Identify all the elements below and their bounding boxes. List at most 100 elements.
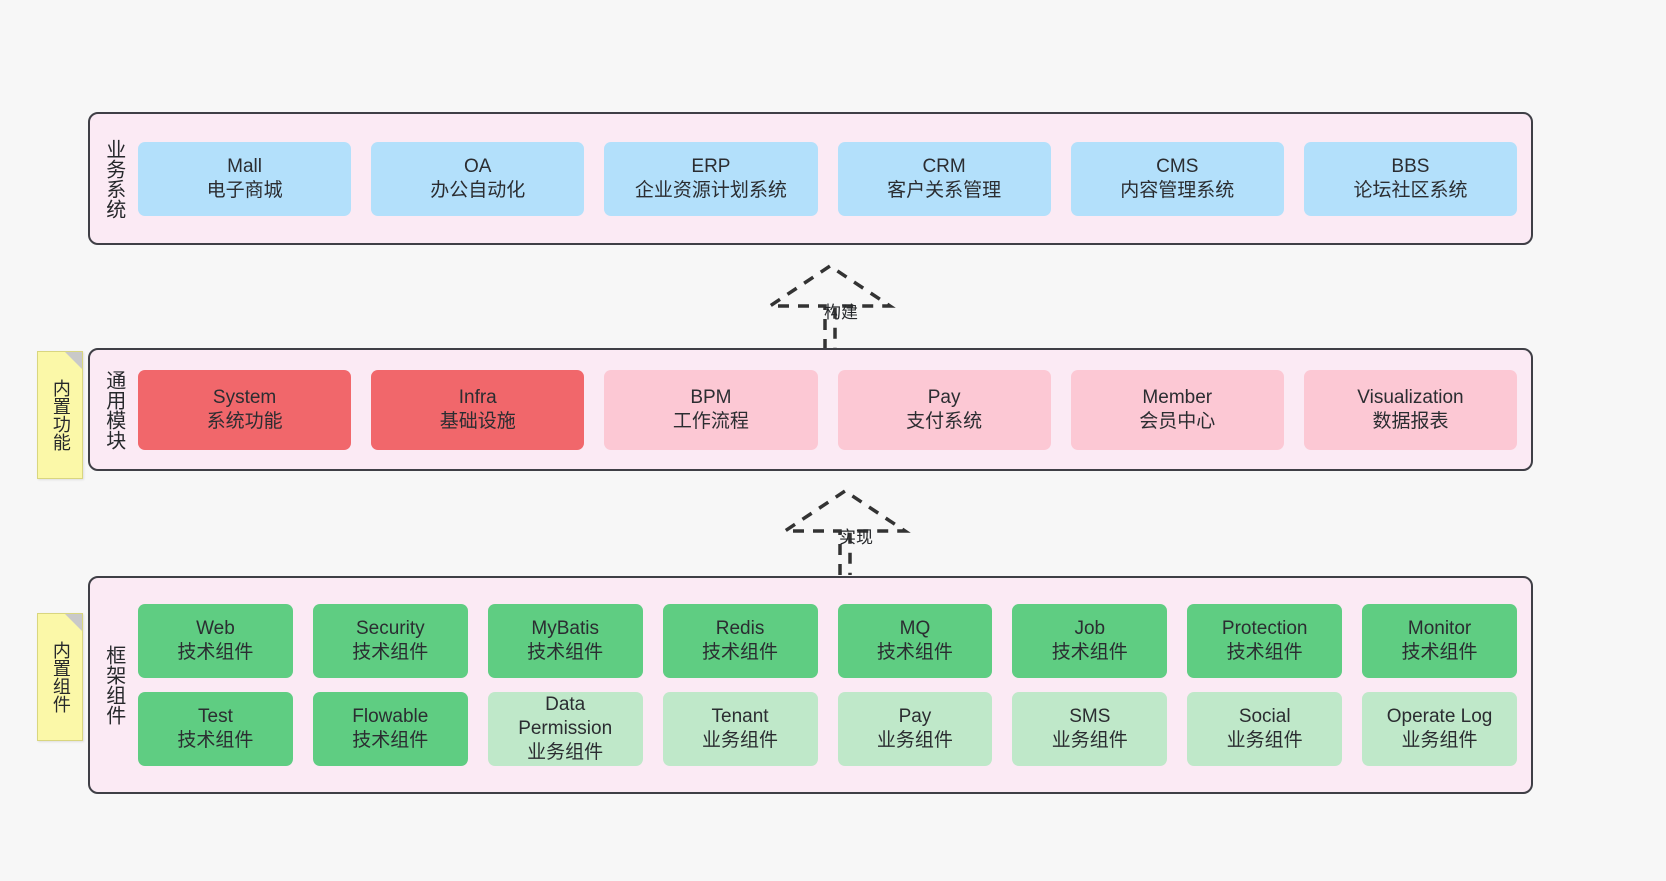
business-card-cms[interactable]: CMS 内容管理系统 [1070,141,1284,216]
business-card-row: Mall 电子商城 OA 办公自动化 ERP 企业资源计划系统 CRM 客户关系… [138,141,1518,216]
framework-card-mq[interactable]: MQ 技术组件 [837,604,993,678]
sticky-note-builtin-components: 内置组件 [37,613,83,741]
card-name: Pay [927,386,961,408]
card-name: Visualization [1357,386,1464,408]
card-name: Social [1238,706,1291,728]
framework-card-protection[interactable]: Protection 技术组件 [1187,604,1343,678]
card-name: Monitor [1407,618,1472,640]
module-card-pay[interactable]: Pay 支付系统 [837,369,1051,450]
card-desc: 技术组件 [177,730,254,751]
framework-card-sms[interactable]: SMS 业务组件 [1012,692,1168,766]
card-name: MyBatis [531,618,599,640]
card-desc: 技术组件 [177,642,254,663]
framework-card-social[interactable]: Social 业务组件 [1187,692,1343,766]
card-desc: 业务组件 [1226,730,1303,751]
framework-card-pay[interactable]: Pay 业务组件 [837,692,993,766]
card-name: Web [196,618,235,640]
card-desc: 业务组件 [876,730,953,751]
modules-card-row: System 系统功能 Infra 基础设施 BPM 工作流程 Pay 支付系统… [138,369,1518,450]
card-desc: 论坛社区系统 [1353,179,1468,201]
layer-common-modules: 通用模块 System 系统功能 Infra 基础设施 BPM 工作流程 Pay… [88,348,1533,471]
card-name: System [212,386,277,408]
sticky-label: 内置组件 [50,641,71,713]
framework-card-monitor[interactable]: Monitor 技术组件 [1362,604,1517,678]
arrow-implement-icon [779,488,911,575]
module-card-visualization[interactable]: Visualization 数据报表 [1303,369,1518,450]
card-desc: 技术组件 [352,642,429,663]
card-name: Member [1142,386,1213,408]
card-desc: 企业资源计划系统 [634,179,787,201]
card-desc: 电子商城 [206,179,283,201]
layer-framework-components: 框架组件 Web 技术组件 Security 技术组件 MyBatis 技术组件… [88,576,1533,794]
arrow-build-icon [764,263,896,350]
card-name: Tenant [711,706,769,728]
card-name: Security [355,618,425,640]
business-card-bbs[interactable]: BBS 论坛社区系统 [1303,141,1518,216]
card-name: Mall [227,155,262,177]
module-card-bpm[interactable]: BPM 工作流程 [604,369,818,450]
card-name: Protection [1221,618,1308,640]
sticky-label: 内置功能 [50,379,71,451]
card-name: Infra [458,386,497,408]
arrow-implement-wrap: 实现 [770,483,920,575]
card-name: BPM [690,386,732,408]
card-name: Job [1074,618,1106,640]
framework-card-mybatis[interactable]: MyBatis 技术组件 [487,604,643,678]
arrow-build-label: 构建 [824,303,858,322]
layer-business-system: 业务系统 Mall 电子商城 OA 办公自动化 ERP 企业资源计划系统 CRM… [88,112,1533,245]
card-desc: 会员中心 [1139,410,1216,432]
module-card-member[interactable]: Member 会员中心 [1070,369,1284,450]
framework-card-operate-log[interactable]: Operate Log 业务组件 [1362,692,1517,766]
framework-card-job[interactable]: Job 技术组件 [1012,604,1168,678]
layer-title-business: 业务系统 [102,138,125,219]
sticky-fold-corner [65,352,82,369]
card-name: Flowable [352,706,429,728]
card-desc: 办公自动化 [430,179,526,201]
framework-card-security[interactable]: Security 技术组件 [312,604,468,678]
card-desc: 数据报表 [1372,410,1449,432]
card-name: Redis [715,618,765,640]
card-desc: 系统功能 [206,410,283,432]
card-desc: 技术组件 [527,642,604,663]
card-desc: 技术组件 [1051,642,1128,663]
framework-card-data-permission[interactable]: Data Permission 业务组件 [487,692,643,766]
business-card-crm[interactable]: CRM 客户关系管理 [837,141,1051,216]
sticky-fold-corner [65,614,82,631]
framework-tech-row: Web 技术组件 Security 技术组件 MyBatis 技术组件 Redi… [138,604,1517,678]
framework-card-test[interactable]: Test 技术组件 [138,692,293,766]
card-name: Operate Log [1386,706,1493,728]
card-name: CRM [922,155,966,177]
card-desc: 业务组件 [1401,730,1478,751]
arrow-implement-label: 实现 [839,528,873,547]
module-card-system[interactable]: System 系统功能 [138,369,352,450]
business-card-mall[interactable]: Mall 电子商城 [138,141,352,216]
card-desc: 支付系统 [906,410,983,432]
business-card-erp[interactable]: ERP 企业资源计划系统 [604,141,818,216]
layer-body-business: Mall 电子商城 OA 办公自动化 ERP 企业资源计划系统 CRM 客户关系… [136,114,1531,243]
card-desc: 技术组件 [1401,642,1478,663]
framework-card-tenant[interactable]: Tenant 业务组件 [662,692,818,766]
card-desc: 技术组件 [1226,642,1303,663]
card-desc: 业务组件 [1051,730,1128,751]
framework-card-redis[interactable]: Redis 技术组件 [662,604,818,678]
card-desc: 业务组件 [527,741,604,763]
card-desc: 技术组件 [876,642,953,663]
card-desc: 技术组件 [702,642,779,663]
card-name: ERP [691,155,731,177]
framework-biz-row: Test 技术组件 Flowable 技术组件 Data Permission … [138,692,1517,766]
card-name: Pay [898,706,932,728]
layer-title-modules: 通用模块 [102,369,125,450]
framework-card-flowable[interactable]: Flowable 技术组件 [312,692,468,766]
layer-title-framework: 框架组件 [102,645,125,725]
framework-card-web[interactable]: Web 技术组件 [138,604,293,678]
business-card-oa[interactable]: OA 办公自动化 [371,141,585,216]
module-card-infra[interactable]: Infra 基础设施 [371,369,585,450]
card-name: Data Permission [518,694,613,740]
layer-body-framework: Web 技术组件 Security 技术组件 MyBatis 技术组件 Redi… [136,578,1531,792]
card-name: CMS [1156,155,1199,177]
card-name: OA [464,155,492,177]
layer-body-modules: System 系统功能 Infra 基础设施 BPM 工作流程 Pay 支付系统… [136,350,1531,469]
sticky-note-builtin-features: 内置功能 [37,351,83,479]
card-desc: 工作流程 [672,410,749,432]
